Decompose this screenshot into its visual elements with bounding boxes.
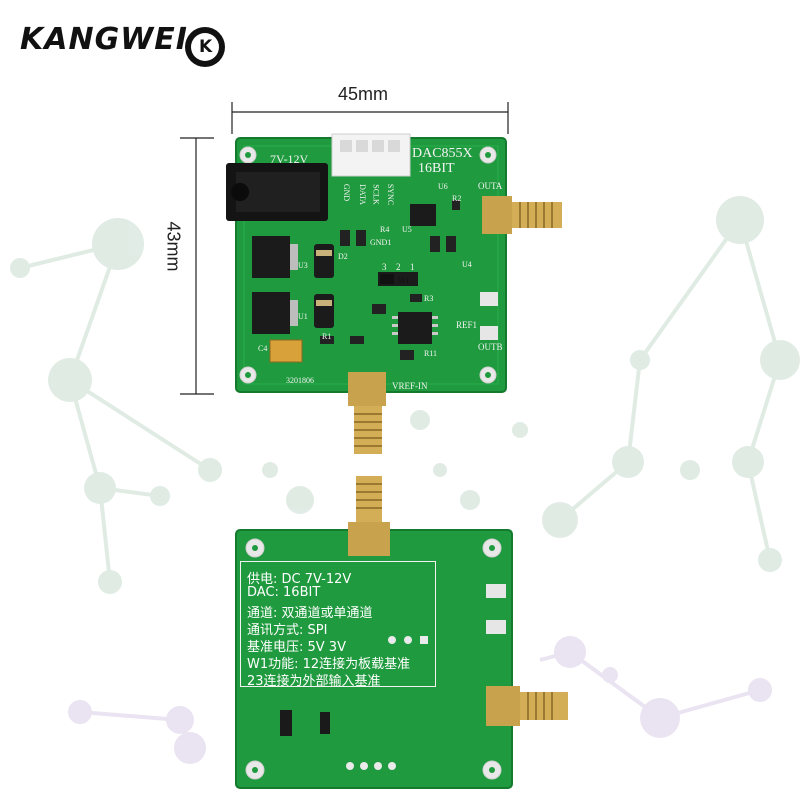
ic-u5 [410,204,436,226]
via-pads [346,636,428,770]
spec-box [240,561,436,687]
spec-line-power: 供电: DC 7V-12V [247,572,352,587]
brand-name: KANGWEI [20,22,188,57]
u4-label: U4 [462,260,472,269]
pin-gnd-label: GND [342,183,352,202]
u1-label: U1 [298,312,308,321]
pin-sclk-label: SCLK [371,184,381,205]
gnd1-label: GND1 [370,238,392,247]
width-dimension-label: 45mm [338,84,389,104]
brand-logo-icon [185,27,225,67]
bottom-pcb-board [235,529,513,789]
u3-label: U3 [298,261,308,270]
ref1-label: REF1 [456,320,478,330]
voltage-label: 7V-12V [270,152,309,166]
spec-line-external: 23连接为外部输入基准 [247,674,381,689]
voltage-regulator-u1 [252,292,298,334]
pin-sync-label: SYNC [386,183,396,206]
u6-label: U6 [438,182,448,191]
c4-label: C4 [258,344,268,353]
spec-line-w1: W1功能: 12连接为板载基准 [247,657,411,672]
sma-connector-bottom-right [486,686,568,726]
r4-label: R4 [380,225,390,234]
outa-label: OUTA [478,181,503,191]
width-dimension-line [231,102,509,134]
top-pcb-board [226,133,507,393]
brand-logo-letter: K [199,37,213,57]
sma-connector-vref-in [348,372,386,454]
jumper-num-3: 3 [382,262,387,272]
w1-label: W1 [398,276,410,285]
jumper-num-1: 1 [410,262,415,272]
vref-in-label: VREF-IN [392,381,428,391]
d2-label: D2 [338,252,348,261]
r11-label: R11 [424,349,438,358]
height-dimension-line [180,137,214,395]
jumper-num-2: 2 [396,262,401,272]
pin-data-label: DATA [357,184,367,205]
spec-line-channel: 通道: 双通道或单通道 [247,606,373,621]
u5-label: U5 [402,225,412,234]
r2-label: R2 [452,194,462,203]
spec-line-comm: 通讯方式: SPI [247,623,328,638]
sma-connector-outa [482,196,562,234]
voltage-regulator-u3 [252,236,298,278]
r3-label: R3 [424,294,434,303]
header-connector [331,133,411,177]
r1-label: R1 [322,332,332,341]
dc-power-jack [226,163,328,221]
spec-line-dac: DAC: 16BIT [247,585,321,600]
bits-label: 16BIT [418,161,455,176]
sma-connector-bottom-top [348,476,390,556]
background-network [10,196,800,764]
model-label: DAC855X [412,146,473,161]
ic-dac [398,312,432,344]
outb-label: OUTB [478,342,503,352]
jumper-w1 [378,272,418,286]
height-dimension-label: 43mm [163,221,184,272]
board-code-label: 3201806 [286,376,314,385]
spec-line-vref: 基准电压: 5V 3V [247,640,346,655]
tantalum-capacitor-c4 [269,339,303,363]
